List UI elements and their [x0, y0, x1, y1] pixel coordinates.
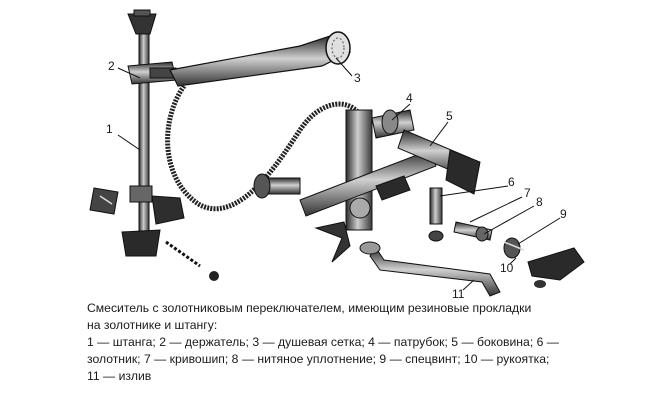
callout-4: 4: [406, 91, 413, 105]
callout-8: 8: [536, 195, 543, 209]
callout-5: 5: [446, 109, 453, 123]
callout-3: 3: [354, 71, 361, 85]
callout-2: 2: [108, 59, 115, 73]
shower-hose: [165, 84, 365, 212]
figure-caption: Смеситель с золотниковым переключателем,…: [87, 300, 647, 385]
handle: [527, 247, 585, 288]
callout-6: 6: [508, 175, 515, 189]
callout-9: 9: [560, 207, 567, 221]
special-screw: [503, 237, 525, 259]
rod: [89, 9, 185, 257]
side-piece: [397, 129, 481, 195]
mixer-diagram: 1 2 3 4 5 6 7 8 9 10 11: [89, 9, 585, 300]
mixer-body: [253, 109, 437, 263]
wall-screw: [165, 240, 219, 281]
shower-head: [169, 31, 352, 87]
caption-line: золотник; 7 — кривошип; 8 — нитяное упло…: [87, 352, 550, 366]
callout-11: 11: [452, 287, 465, 300]
crank: [453, 221, 493, 242]
caption-line: на золотнике и штангу:: [87, 318, 218, 332]
leader-lines: [117, 57, 561, 291]
caption-line: 11 — излив: [87, 369, 152, 383]
holder: [127, 61, 177, 85]
spool: [428, 187, 444, 242]
callout-1: 1: [106, 122, 113, 136]
callout-7: 7: [524, 186, 531, 200]
spout: [359, 241, 501, 297]
callout-10: 10: [500, 261, 514, 275]
caption-line: Смеситель с золотниковым переключателем,…: [87, 301, 532, 315]
caption-line: 1 — штанга; 2 — держатель; 3 — душевая с…: [87, 335, 559, 349]
